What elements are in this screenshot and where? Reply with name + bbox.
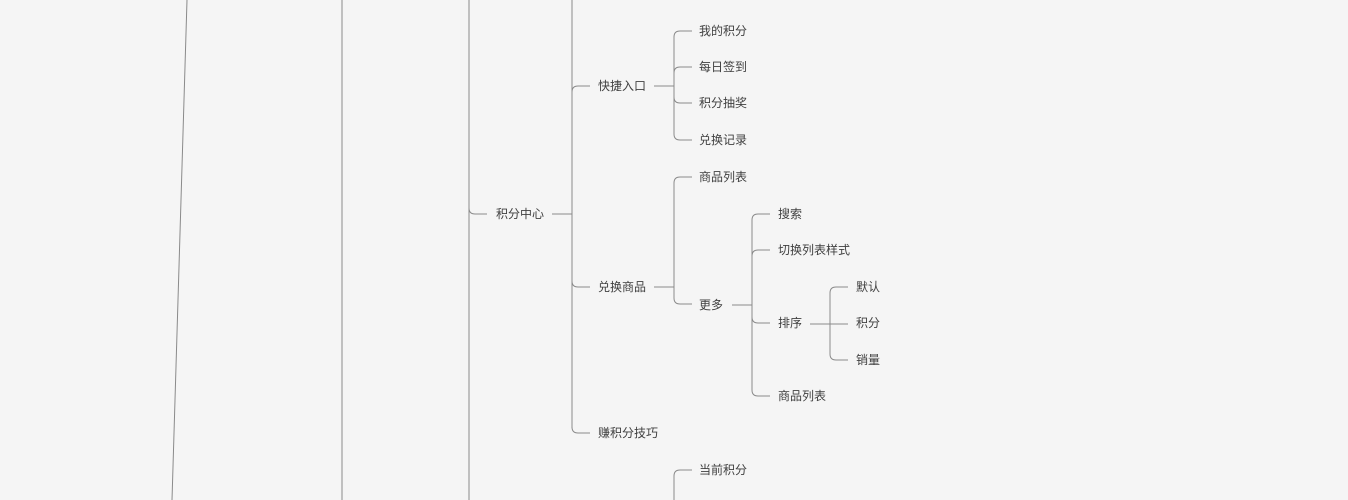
- node-more[interactable]: 更多: [699, 298, 724, 312]
- node-goods-list[interactable]: 商品列表: [699, 170, 748, 184]
- link-current-points: [673, 469, 692, 500]
- link-sort: [751, 305, 770, 324]
- link-earn-tips: [571, 426, 590, 434]
- link-switch-style: [751, 249, 770, 305]
- node-sort-sales[interactable]: 销量: [856, 353, 881, 367]
- node-sort[interactable]: 排序: [778, 316, 803, 330]
- node-my-points[interactable]: 我的积分: [699, 24, 748, 38]
- node-earn-points-tips[interactable]: 赚积分技巧: [598, 426, 659, 440]
- link-exchange-goods: [571, 280, 590, 288]
- link-exchange-record: [673, 86, 692, 141]
- node-points-center[interactable]: 积分中心: [496, 207, 545, 221]
- link-sort-default: [829, 286, 848, 324]
- node-exchange-goods[interactable]: 兑换商品: [598, 280, 647, 294]
- link-goods-list-2: [751, 305, 770, 397]
- trunk-line-1: [171, 0, 188, 500]
- link-more: [673, 287, 692, 305]
- node-exchange-record[interactable]: 兑换记录: [699, 133, 748, 147]
- node-daily-checkin[interactable]: 每日签到: [699, 60, 748, 74]
- node-goods-list-2[interactable]: 商品列表: [778, 389, 827, 403]
- node-sort-points[interactable]: 积分: [856, 316, 881, 330]
- link-sort-sales: [829, 324, 848, 361]
- link-points-lottery: [673, 86, 692, 104]
- node-quick-entry[interactable]: 快捷入口: [598, 79, 647, 93]
- node-points-lottery[interactable]: 积分抽奖: [699, 96, 748, 110]
- link-daily-checkin: [673, 66, 692, 86]
- node-current-points[interactable]: 当前积分: [699, 463, 748, 477]
- link-quick-entry: [571, 85, 590, 93]
- node-switch-list-style[interactable]: 切换列表样式: [778, 243, 851, 257]
- link-my-points: [673, 30, 692, 86]
- link-points-center: [468, 207, 487, 215]
- node-search[interactable]: 搜索: [778, 207, 803, 221]
- link-search: [751, 213, 770, 305]
- node-sort-default[interactable]: 默认: [856, 280, 881, 294]
- link-goods-list: [673, 176, 692, 287]
